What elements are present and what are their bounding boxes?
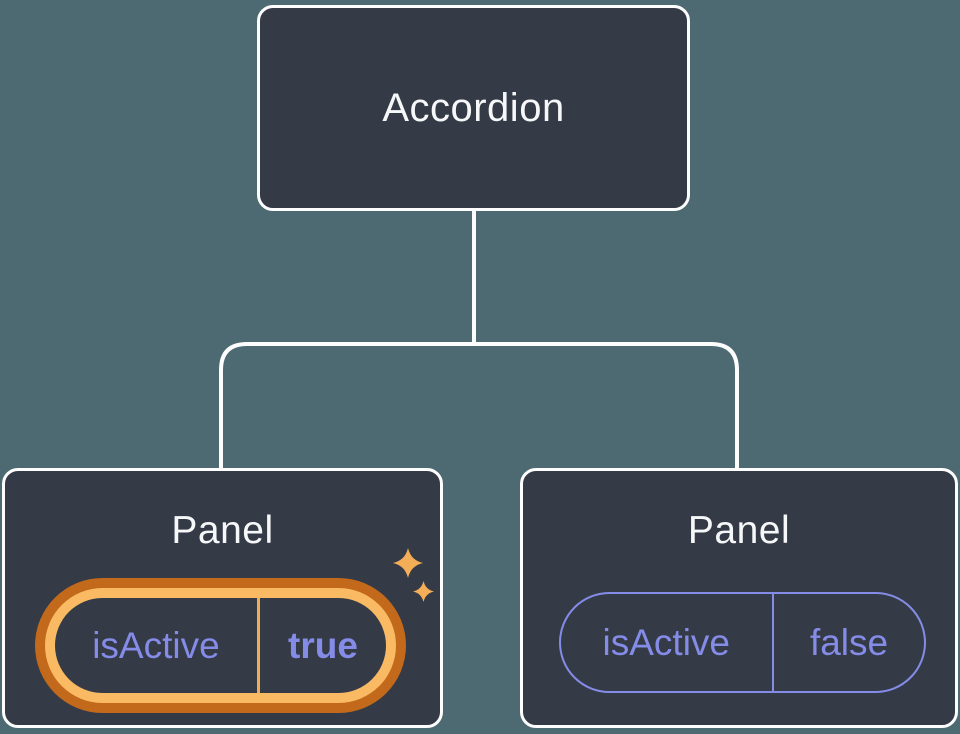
state-prop-name: isActive: [92, 624, 220, 666]
accordion-node: Accordion: [257, 5, 690, 211]
state-pill-inactive: isActive false: [559, 592, 926, 693]
sparkle-small-icon: [413, 581, 434, 602]
sparkle-large-icon: [393, 548, 423, 578]
panel-node-active: Panel isActive true: [2, 468, 443, 728]
children-bracket: [219, 342, 739, 470]
panel-node-label: Panel: [687, 509, 791, 552]
state-pill-active: isActive true: [35, 578, 406, 713]
state-prop-value: true: [288, 624, 358, 666]
panel-node-label: Panel: [171, 509, 274, 552]
state-pill-divider: [771, 594, 775, 691]
state-prop-name: isActive: [602, 621, 730, 663]
accordion-node-label: Accordion: [382, 85, 565, 130]
state-pill-divider: [256, 598, 260, 693]
state-prop-value: false: [809, 621, 889, 663]
state-pill-active-inner-ring: isActive true: [45, 588, 396, 703]
panel-node-inactive: Panel isActive false: [520, 468, 958, 728]
state-pill-active-body: isActive true: [55, 598, 386, 693]
